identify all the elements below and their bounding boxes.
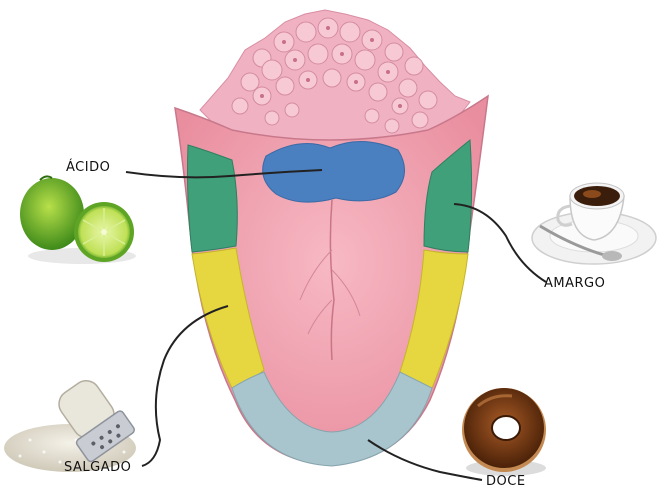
label-doce: DOCE xyxy=(486,474,526,489)
lime-icon xyxy=(20,176,136,264)
label-salgado: SALGADO xyxy=(64,460,131,475)
papillae-cluster xyxy=(200,10,470,140)
region-amargo-left xyxy=(188,145,238,252)
label-amargo: AMARGO xyxy=(544,276,605,291)
chocolate-donut-icon xyxy=(462,388,546,476)
salt-shaker-icon xyxy=(4,372,136,472)
label-acido: ÁCIDO xyxy=(66,160,110,175)
coffee-cup-icon xyxy=(532,183,656,264)
